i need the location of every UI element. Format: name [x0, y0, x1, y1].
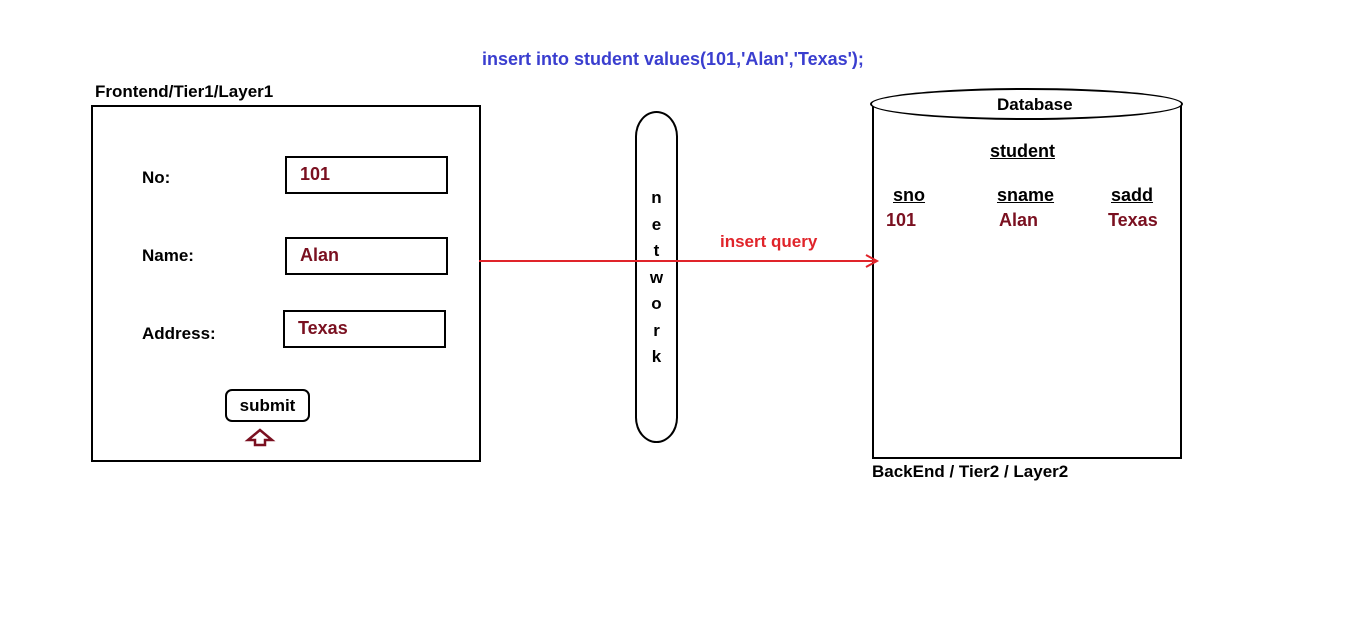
- database-body: [872, 104, 1182, 459]
- no-label: No:: [142, 168, 171, 187]
- no-field[interactable]: 101: [285, 156, 448, 194]
- frontend-label: Frontend/Tier1/Layer1: [95, 82, 274, 101]
- database-top: [870, 88, 1183, 120]
- table-cell-sno: 101: [886, 210, 917, 230]
- submit-button[interactable]: submit: [225, 389, 310, 422]
- column-header-sadd: sadd: [1111, 185, 1154, 205]
- address-label: Address:: [142, 324, 216, 343]
- network-letter: w: [649, 267, 664, 287]
- frontend-box: [91, 105, 481, 462]
- sql-query-text: insert into student values(101,'Alan','T…: [482, 49, 864, 69]
- network-channel: n e t w o r k: [635, 111, 678, 443]
- network-letter: n: [651, 188, 662, 207]
- network-letter: k: [651, 347, 662, 366]
- network-letter: e: [651, 214, 662, 234]
- backend-label: BackEnd / Tier2 / Layer2: [872, 462, 1069, 481]
- name-label: Name:: [142, 246, 194, 265]
- insert-query-arrowhead: [865, 254, 880, 268]
- address-field[interactable]: Texas: [283, 310, 446, 348]
- network-letter: o: [651, 294, 662, 313]
- name-field[interactable]: Alan: [285, 237, 448, 275]
- table-cell-sname: Alan: [999, 210, 1039, 230]
- insert-query-label: insert query: [720, 232, 818, 251]
- column-header-sno: sno: [893, 185, 926, 205]
- table-cell-sadd: Texas: [1108, 210, 1158, 230]
- up-arrow-icon: [244, 428, 276, 447]
- database-title: Database: [997, 95, 1073, 114]
- network-letters: n e t w o r k: [637, 185, 676, 371]
- table-name: student: [990, 141, 1055, 161]
- network-letter: t: [653, 241, 660, 260]
- network-letter: r: [653, 320, 660, 340]
- column-header-sname: sname: [997, 185, 1055, 205]
